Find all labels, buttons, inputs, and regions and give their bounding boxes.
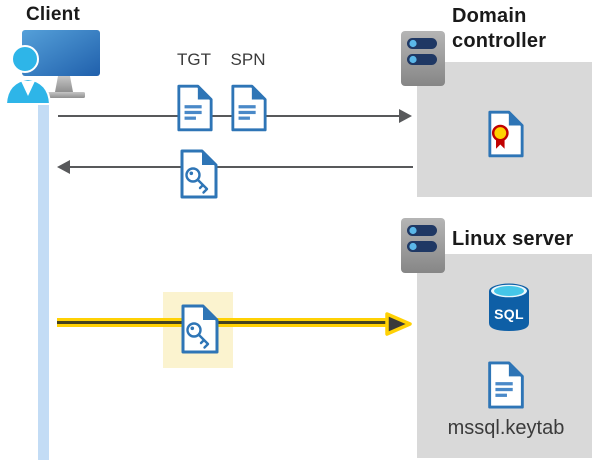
domain-controller-label: Domain controller bbox=[452, 4, 546, 54]
client-lifeline bbox=[38, 99, 49, 460]
domain-controller-server-icon bbox=[401, 31, 445, 86]
client-to-dc-arrow-line bbox=[58, 115, 401, 117]
sql-database-icon: SQL bbox=[489, 283, 529, 331]
service-ticket-key-icon bbox=[180, 149, 218, 199]
spn-document-icon bbox=[231, 84, 267, 132]
sql-badge-text: SQL bbox=[494, 306, 524, 322]
linux-server-icon bbox=[401, 218, 445, 273]
linux-server-label: Linux server bbox=[452, 228, 574, 250]
user-icon bbox=[6, 45, 52, 105]
tgt-label: TGT bbox=[177, 50, 211, 69]
keytab-ticket-key-icon bbox=[181, 304, 219, 354]
tgt-document-icon bbox=[177, 84, 213, 132]
dc-to-client-arrowhead-icon bbox=[57, 160, 70, 174]
spn-label: SPN bbox=[230, 50, 266, 69]
domain-controller-label-line2: controller bbox=[452, 30, 547, 52]
client-device-icon bbox=[6, 30, 100, 105]
keytab-document-icon bbox=[488, 361, 524, 409]
certificate-icon bbox=[488, 110, 524, 158]
dc-to-client-arrow-line bbox=[70, 166, 413, 168]
monitor-icon bbox=[22, 30, 100, 98]
client-to-dc-arrowhead-icon bbox=[399, 109, 412, 123]
auth-arrowhead-icon bbox=[385, 312, 412, 336]
auth-arrow-line bbox=[57, 318, 387, 327]
keytab-filename-label: mssql.keytab bbox=[447, 417, 565, 439]
domain-controller-label-line1: Domain bbox=[452, 5, 527, 27]
client-label: Client bbox=[26, 4, 80, 25]
